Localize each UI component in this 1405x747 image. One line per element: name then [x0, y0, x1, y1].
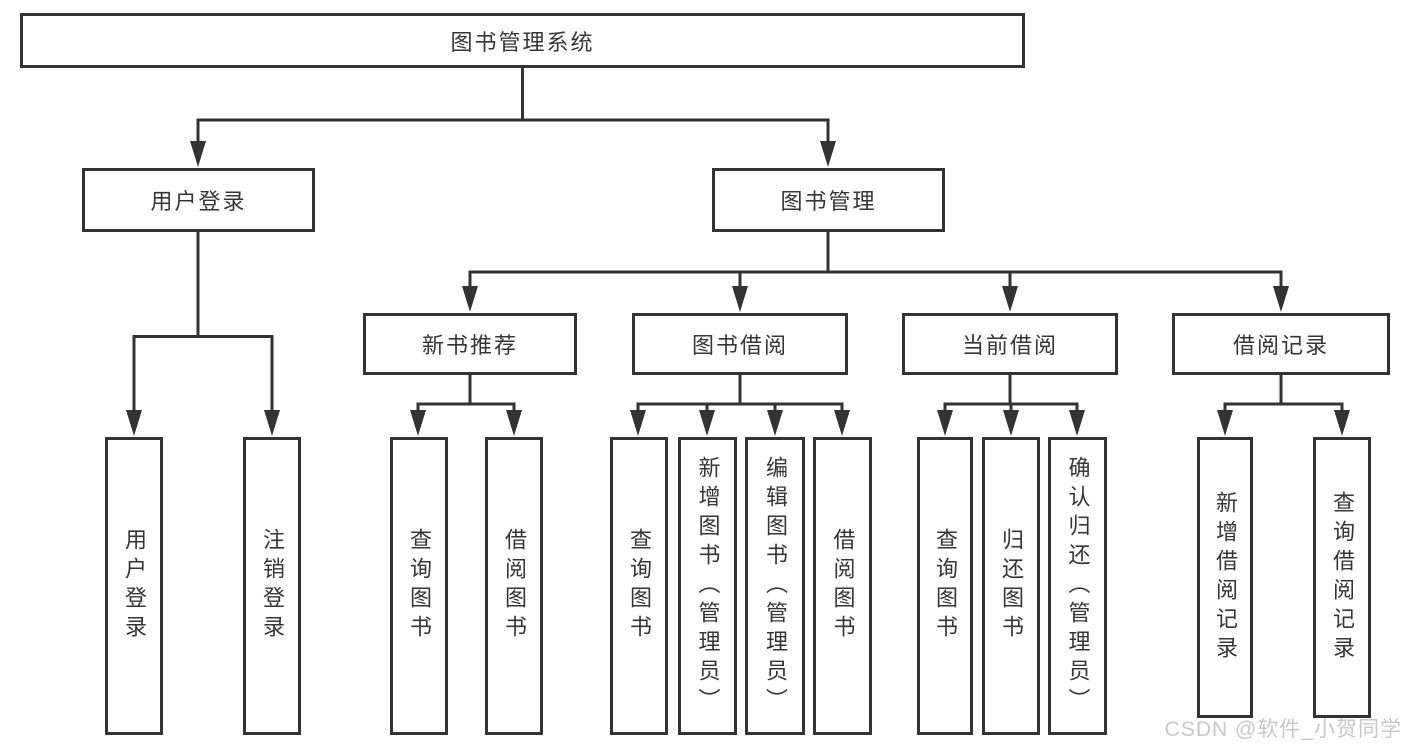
connector-book-borrow-group — [636, 375, 844, 412]
node-leaf-user-login: 用户登录 — [105, 437, 163, 735]
node-leaf-add-books-admin: 新增图书（管理员） — [678, 437, 737, 735]
node-leaf-edit-books-admin: 编辑图书（管理员） — [745, 437, 805, 735]
node-leaf-logout: 注销登录 — [243, 437, 301, 735]
watermark: CSDN @软件_小贺同学 — [1164, 718, 1402, 741]
node-current-borrowing: 当前借阅 — [902, 313, 1118, 375]
connector-new-book-rec-group — [416, 375, 516, 412]
node-leaf-confirm-return-admin: 确认归还（管理员） — [1048, 437, 1107, 735]
node-new-book-recommendation: 新书推荐 — [363, 313, 577, 375]
node-leaf-borrow-books-1: 借阅图书 — [485, 437, 543, 735]
node-leaf-borrow-books-2: 借阅图书 — [813, 437, 872, 735]
node-book-management-branch: 图书管理 — [712, 168, 945, 232]
node-library-management-system: 图书管理系统 — [20, 13, 1025, 68]
node-leaf-query-books-3: 查询图书 — [917, 437, 973, 735]
node-user-login-branch: 用户登录 — [82, 168, 315, 232]
node-leaf-query-books-2: 查询图书 — [610, 437, 668, 735]
node-leaf-return-books: 归还图书 — [982, 437, 1040, 735]
node-leaf-query-borrow-record: 查询借阅记录 — [1313, 437, 1371, 718]
connector-book-mgmt-group — [468, 232, 1283, 288]
node-book-borrowing: 图书借阅 — [632, 313, 848, 375]
connector-user-login-group — [132, 232, 274, 412]
node-borrowing-records: 借阅记录 — [1172, 313, 1390, 375]
node-leaf-query-books-1: 查询图书 — [390, 437, 448, 735]
connector-borrow-records-group — [1223, 375, 1344, 412]
arrowheads — [126, 141, 1350, 436]
connector-current-borrow-group — [943, 375, 1079, 412]
connector-root-to-branches — [196, 66, 830, 143]
node-leaf-add-borrow-record: 新增借阅记录 — [1197, 437, 1253, 718]
